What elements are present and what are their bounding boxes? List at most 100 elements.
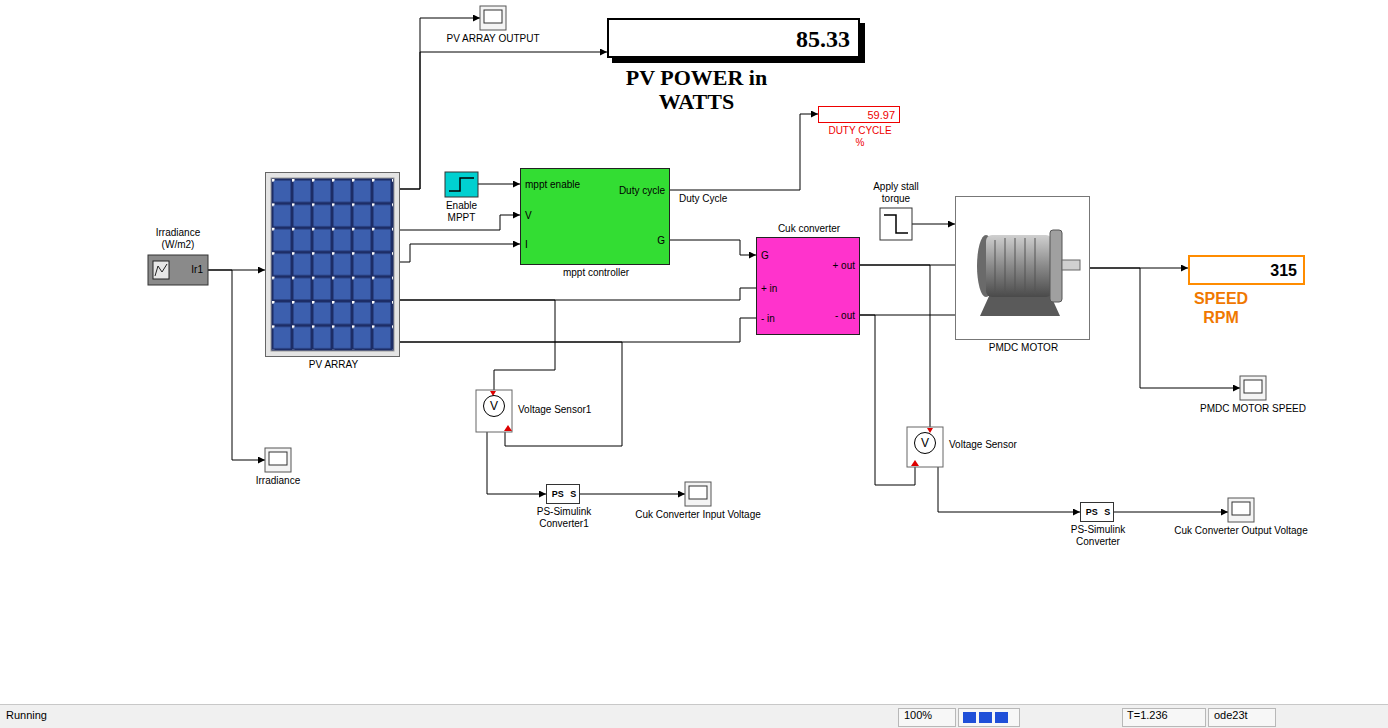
block-label: Enable MPPT [436, 200, 487, 224]
step-body [880, 208, 912, 240]
status-bar [0, 704, 1388, 728]
pv-cells [272, 179, 393, 350]
display-block: 59.97DUTY CYCLE % [818, 106, 900, 123]
block-label: PMDC MOTOR SPEED [1190, 403, 1316, 415]
sensor-symbol: V [914, 432, 936, 454]
block-label: Cuk converter [757, 223, 861, 235]
scope-screen [269, 10, 1262, 515]
port-label: G [761, 250, 769, 262]
step-icon [449, 178, 474, 191]
display-value: 85.33 [796, 25, 850, 53]
progress-block [995, 712, 1008, 723]
block-label: Irradiance [235, 475, 321, 487]
motor-flange [1050, 230, 1062, 302]
block-symbol: PS S [1081, 507, 1115, 518]
block-label: Apply stall torque [864, 181, 928, 205]
scope-block: Irradiance [265, 448, 291, 472]
signal-line [580, 494, 685, 495]
scope-block: Cuk Converter Output Voltage [1228, 498, 1254, 522]
pv-panel [271, 178, 394, 351]
display-title: PV POWER in WATTS [609, 66, 784, 114]
signal-line [912, 224, 955, 225]
display-value: 59.97 [867, 109, 895, 121]
signal-line [1090, 268, 1240, 388]
display-title: DUTY CYCLE % [825, 125, 895, 149]
step-block: Apply stall torque [880, 208, 912, 240]
source-icon [153, 261, 169, 279]
status-text: T=1.236 [1127, 709, 1168, 722]
progress-block [979, 712, 992, 723]
display-title: SPEED RPM [1190, 289, 1252, 327]
step-icon [884, 215, 908, 233]
sensor-port [504, 425, 512, 431]
port-label: - out [835, 310, 855, 322]
pv-frame [266, 173, 399, 356]
source-body [148, 255, 208, 285]
sensor-port [911, 460, 919, 466]
block-label: PV ARRAY [266, 359, 401, 371]
block-label: Cuk Converter Input Voltage [618, 509, 778, 521]
port-label: + in [761, 283, 777, 295]
motor-shaft [1062, 260, 1080, 270]
block-label: Cuk Converter Output Voltage [1161, 525, 1321, 537]
sensor-symbol: V [483, 395, 505, 417]
motor-body [986, 235, 1052, 297]
progress-block [963, 712, 976, 723]
physical-wire [860, 265, 930, 427]
pv-array-block: PV ARRAY [265, 172, 400, 357]
step-body [445, 172, 478, 197]
block-label: Voltage Sensor [949, 439, 1017, 451]
block-label: Voltage Sensor1 [518, 404, 591, 416]
sensor-body [907, 427, 943, 467]
block-label: PMDC MOTOR [956, 342, 1091, 354]
motor-block: PMDC MOTOR [955, 196, 1090, 340]
signal-line [487, 432, 546, 494]
scope-block: PV ARRAY OUTPUT [480, 6, 506, 30]
port-label: V [525, 210, 532, 222]
signal-builder-block: Irradiance (W/m2)Ir1 [148, 255, 208, 285]
port-label: I [525, 239, 528, 251]
signal-line [400, 244, 520, 262]
motor-feet [980, 294, 1060, 316]
port-label: mppt enable [525, 179, 580, 191]
port-label: Ir1 [191, 264, 203, 276]
physical-wire [400, 318, 756, 342]
physical-wire [400, 342, 622, 446]
converter-block: PS SPS-Simulink Converter [1080, 502, 1114, 522]
display-block: 315SPEED RPM [1188, 255, 1305, 285]
display-block: 85.33PV POWER in WATTS [607, 18, 860, 58]
sensor-body [476, 390, 512, 432]
signal-line [670, 114, 818, 190]
motor-fins [995, 238, 1035, 294]
converter-block: PS SPS-Simulink Converter1 [546, 484, 580, 504]
block-label: PS-Simulink Converter1 [527, 506, 601, 530]
step-block: Enable MPPT [445, 172, 478, 197]
subsystem-block: Cuk converterG+ in- in+ out- out [756, 237, 860, 335]
signal-line [938, 467, 1080, 512]
port-label: + out [832, 260, 855, 272]
status-text: ode23t [1214, 709, 1248, 722]
signal-line [1114, 512, 1228, 513]
port-label: Duty cycle [619, 185, 665, 197]
scope-block: PMDC MOTOR SPEED [1240, 376, 1266, 400]
port-label: G [657, 235, 665, 247]
signal-line [670, 240, 756, 255]
block-label: PV ARRAY OUTPUT [435, 33, 551, 45]
signal-line [478, 184, 520, 185]
signal-label: Duty Cycle [678, 193, 728, 205]
sensor-block: VVoltage Sensor [907, 427, 943, 467]
scope-icon [265, 6, 1266, 522]
block-label: mppt controller [521, 267, 671, 279]
status-text: 100% [904, 709, 932, 722]
motor-ground [956, 197, 1089, 339]
block-symbol: PS S [547, 489, 581, 500]
physical-wire [400, 288, 756, 300]
status-text: Running [6, 709, 47, 722]
sensor-block: VVoltage Sensor1 [476, 390, 512, 432]
block-label: Irradiance (W/m2) [143, 227, 213, 251]
physical-wire [400, 300, 555, 390]
scope-block: Cuk Converter Input Voltage [685, 482, 711, 506]
port-label: - in [761, 313, 775, 325]
source-icon [155, 264, 167, 276]
block-label: PS-Simulink Converter [1061, 524, 1135, 548]
